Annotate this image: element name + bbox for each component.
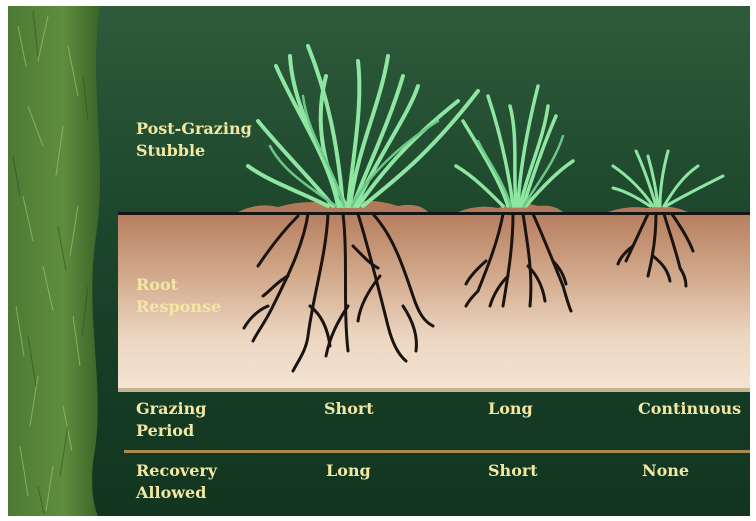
grazing-period-value: Continuous bbox=[638, 398, 741, 420]
root-label-line1: Root bbox=[136, 274, 221, 296]
plant-short-grazing-blades bbox=[248, 46, 478, 206]
plant-long-grazing-blades bbox=[456, 86, 573, 206]
roots-continuous-grazing bbox=[618, 214, 693, 286]
recovery-allowed-value: Short bbox=[488, 460, 538, 482]
grazing-period-value: Short bbox=[324, 398, 374, 420]
plants-illustration bbox=[8, 6, 750, 516]
recovery-label-line1: Recovery bbox=[136, 460, 217, 482]
grazing-label-line1: Grazing bbox=[136, 398, 206, 420]
stubble-label-line2: Stubble bbox=[136, 140, 252, 162]
root-label-line2: Response bbox=[136, 296, 221, 318]
label-post-grazing-stubble: Post-Grazing Stubble bbox=[136, 118, 252, 162]
label-recovery-allowed: Recovery Allowed bbox=[136, 460, 217, 504]
roots-long-grazing bbox=[466, 214, 571, 311]
recovery-allowed-value: Long bbox=[326, 460, 371, 482]
stubble-label-line1: Post-Grazing bbox=[136, 118, 252, 140]
label-root-response: Root Response bbox=[136, 274, 221, 318]
recovery-allowed-value: None bbox=[642, 460, 689, 482]
label-grazing-period: Grazing Period bbox=[136, 398, 206, 442]
plant-continuous-grazing-blades bbox=[613, 151, 723, 206]
recovery-label-line2: Allowed bbox=[136, 482, 217, 504]
diagram-canvas: Post-Grazing Stubble Root Response Grazi… bbox=[8, 6, 750, 516]
grazing-period-value: Long bbox=[488, 398, 533, 420]
grazing-label-line2: Period bbox=[136, 420, 206, 442]
roots-short-grazing bbox=[244, 214, 433, 371]
